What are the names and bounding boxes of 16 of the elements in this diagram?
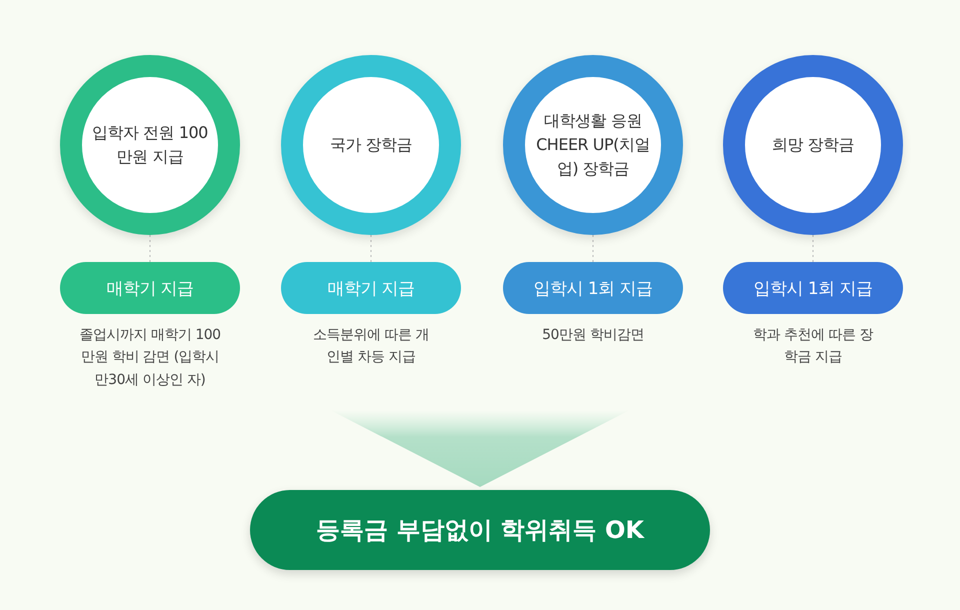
payment-pill: 입학시 1회 지급 <box>723 262 903 314</box>
circle-label: 입학자 전원 100만원 지급 <box>91 122 209 168</box>
connector-line <box>812 234 814 262</box>
description-text: 학과 추천에 따른 장학금 지급 <box>752 326 874 368</box>
connector-line <box>370 234 372 262</box>
payment-pill: 매학기 지급 <box>60 262 240 314</box>
circle-label: 대학생활 응원 CHEER UP(치얼업) 장학금 <box>535 110 651 180</box>
payment-pill: 입학시 1회 지급 <box>503 262 683 314</box>
circle-label: 희망 장학금 <box>770 134 856 156</box>
description-text: 졸업시까지 매학기 100만원 학비 감면 (입학시 만30세 이상인 자) <box>78 326 222 390</box>
circle-label: 국가 장학금 <box>328 134 414 156</box>
result-pill: 등록금 부담없이 학위취득 OK <box>250 490 710 570</box>
payment-pill: 매학기 지급 <box>281 262 461 314</box>
description-text: 50만원 학비감면 <box>541 326 645 345</box>
connector-line <box>592 234 594 262</box>
description-text: 소득분위에 따른 개인별 차등 지급 <box>312 326 430 368</box>
